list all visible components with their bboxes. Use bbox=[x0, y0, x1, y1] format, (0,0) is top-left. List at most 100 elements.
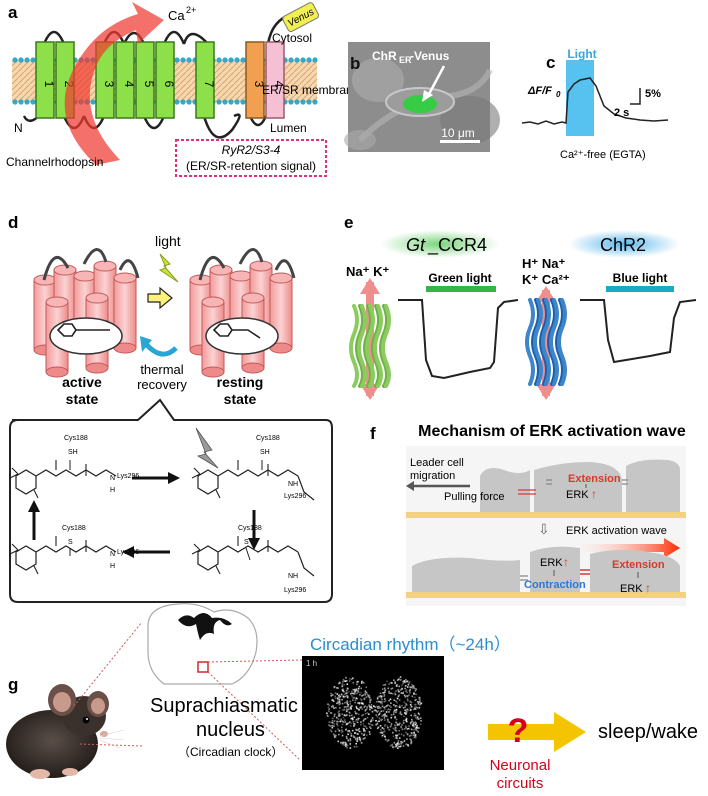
scn-label-1: Suprachiasmatic bbox=[150, 695, 298, 717]
nh-label-2: NH bbox=[288, 481, 298, 488]
gt-italic-label: Gt bbox=[406, 235, 426, 255]
thermal-recovery-arrow bbox=[144, 342, 178, 357]
mouse-illustration bbox=[6, 684, 125, 779]
h-label-1: H bbox=[110, 487, 115, 494]
chr-venus-suffix: -Venus bbox=[410, 49, 450, 63]
gtccr4-current-trace bbox=[398, 299, 519, 380]
time-label: 1 h bbox=[306, 659, 317, 668]
n-label-1: N bbox=[110, 475, 115, 482]
chr2-structure bbox=[525, 298, 567, 386]
panel-b: b ChR ER -Venus 10 μm bbox=[344, 42, 500, 152]
ions-right-2: K⁺ Ca²⁺ bbox=[522, 272, 570, 287]
question-mark: ? bbox=[508, 712, 529, 750]
blue-light-label: Blue light bbox=[613, 271, 668, 285]
ryr-name: RyR2/S3-4 bbox=[222, 143, 281, 157]
active-state-label: state bbox=[66, 391, 99, 407]
dff-label: ΔF/F bbox=[527, 85, 552, 97]
chr2-current-trace bbox=[580, 299, 697, 364]
neuronal-label: Neuronal bbox=[490, 757, 551, 774]
pulling-force-label: Pulling force bbox=[444, 491, 505, 503]
light-stimulus-bar bbox=[566, 60, 594, 136]
follower-cell-top bbox=[534, 462, 622, 512]
panel-letter-e: e bbox=[344, 213, 353, 232]
scale-bars bbox=[630, 88, 641, 105]
panel-d: d light thermal recovery active state re… bbox=[8, 213, 333, 603]
circuits-label: circuits bbox=[497, 775, 544, 792]
erk-up-arrow-top: ↑ bbox=[591, 487, 597, 501]
chr-label: ChR bbox=[372, 49, 397, 63]
panel-letter-f: f bbox=[370, 424, 376, 443]
cys-label-2: Cys188 bbox=[256, 435, 280, 442]
light-label-d: light bbox=[155, 233, 181, 249]
venus-signal bbox=[403, 95, 437, 113]
panel-c: c Light ΔF/F 0 5% 2 s Ca²⁺-free (EGTA) bbox=[521, 47, 669, 161]
light-label: Light bbox=[567, 47, 596, 61]
cys-label-1: Cys188 bbox=[64, 435, 88, 442]
panel-letter-a: a bbox=[8, 3, 18, 22]
scale-bar bbox=[440, 140, 480, 143]
calcium-flux-arrow bbox=[64, 2, 164, 165]
erk-up-arrow-bottom: ↑ bbox=[645, 581, 651, 595]
helix-label-3: 3 bbox=[102, 81, 116, 88]
substrate-bottom bbox=[406, 592, 686, 598]
panel-e: e Gt _CCR4 ChR2 Na⁺ K⁺ H⁺ Na⁺ K⁺ Ca²⁺ Gr… bbox=[344, 213, 697, 400]
cys-label-4: Cys188 bbox=[238, 525, 262, 532]
scn-label-2: nucleus bbox=[196, 719, 265, 741]
resting-label: resting bbox=[217, 374, 264, 390]
scn-imaging bbox=[302, 656, 444, 770]
membrane-label: ER/SR membrane bbox=[262, 83, 360, 97]
retinal-structures bbox=[9, 460, 315, 577]
cytosol-label: Cytosol bbox=[272, 31, 312, 45]
circadian-label: Circadian rhythm（~24h） bbox=[310, 635, 511, 654]
zoom-lines-scn bbox=[207, 659, 303, 761]
erk-label-mid: ERK bbox=[540, 557, 563, 569]
helix-label-6: 6 bbox=[162, 81, 176, 88]
rhodopsin-active bbox=[33, 248, 140, 378]
leader-label-2: migration bbox=[410, 470, 455, 482]
erk-wave-label: ERK activation wave bbox=[566, 525, 667, 537]
active-label: active bbox=[62, 374, 102, 390]
fluorescence-trace bbox=[521, 77, 669, 125]
cell-bottom-1 bbox=[412, 557, 520, 592]
lys-label-1: Lys296 bbox=[117, 473, 139, 480]
channelrhodopsin-label: Channelrhodopsin bbox=[6, 155, 103, 169]
s-label-4: S bbox=[244, 539, 249, 546]
erk-label-top: ERK bbox=[566, 489, 589, 501]
helix-label-1: 1 bbox=[42, 81, 56, 88]
ryr-helix-label-3: 3 bbox=[252, 81, 266, 88]
contracting-cell bbox=[530, 546, 580, 592]
scn-fluorescence bbox=[326, 676, 423, 750]
panel-letter-g: g bbox=[8, 675, 18, 694]
green-glow bbox=[380, 230, 500, 258]
ryr-helices bbox=[245, 41, 285, 119]
lys-label-4: Lys296 bbox=[284, 587, 306, 594]
leader-cell-top bbox=[480, 468, 530, 512]
ryr-signal-box bbox=[175, 139, 327, 177]
ca-superscript: 2+ bbox=[186, 5, 196, 15]
ryr-signal-label: (ER/SR-retention signal) bbox=[186, 159, 316, 173]
erk-up-arrow-mid: ↑ bbox=[563, 555, 569, 569]
lys-label-3: Lys296 bbox=[117, 549, 139, 556]
panel-g: g Suprachiasmatic nucleus （Circadian clo… bbox=[6, 603, 698, 792]
ryr-helix-label-4: 4 bbox=[272, 81, 286, 88]
ions-left: Na⁺ K⁺ bbox=[346, 264, 389, 279]
sh-label-2: SH bbox=[260, 449, 270, 456]
chr-er-subscript: ER bbox=[399, 55, 412, 65]
scale-y-label: 5% bbox=[645, 88, 661, 100]
s-label-3: S bbox=[68, 539, 73, 546]
panel-letter-b: b bbox=[350, 54, 360, 73]
chr2-label: ChR2 bbox=[600, 235, 646, 255]
resting-state-label: state bbox=[224, 391, 257, 407]
substrate-top bbox=[406, 512, 686, 518]
lumen-label: Lumen bbox=[270, 121, 307, 135]
panel-f: f Mechanism of ERK activation wave Leade… bbox=[370, 423, 686, 606]
extension-label-top: Extension bbox=[568, 473, 621, 485]
n-label-3: N bbox=[110, 551, 115, 558]
helix-label-4: 4 bbox=[122, 81, 136, 88]
gt-ccr4-label: _CCR4 bbox=[427, 235, 487, 256]
green-light-label: Green light bbox=[428, 271, 491, 285]
output-arrow bbox=[488, 712, 586, 752]
lightning-icon bbox=[158, 253, 179, 283]
panel-letter-d: d bbox=[8, 213, 18, 232]
